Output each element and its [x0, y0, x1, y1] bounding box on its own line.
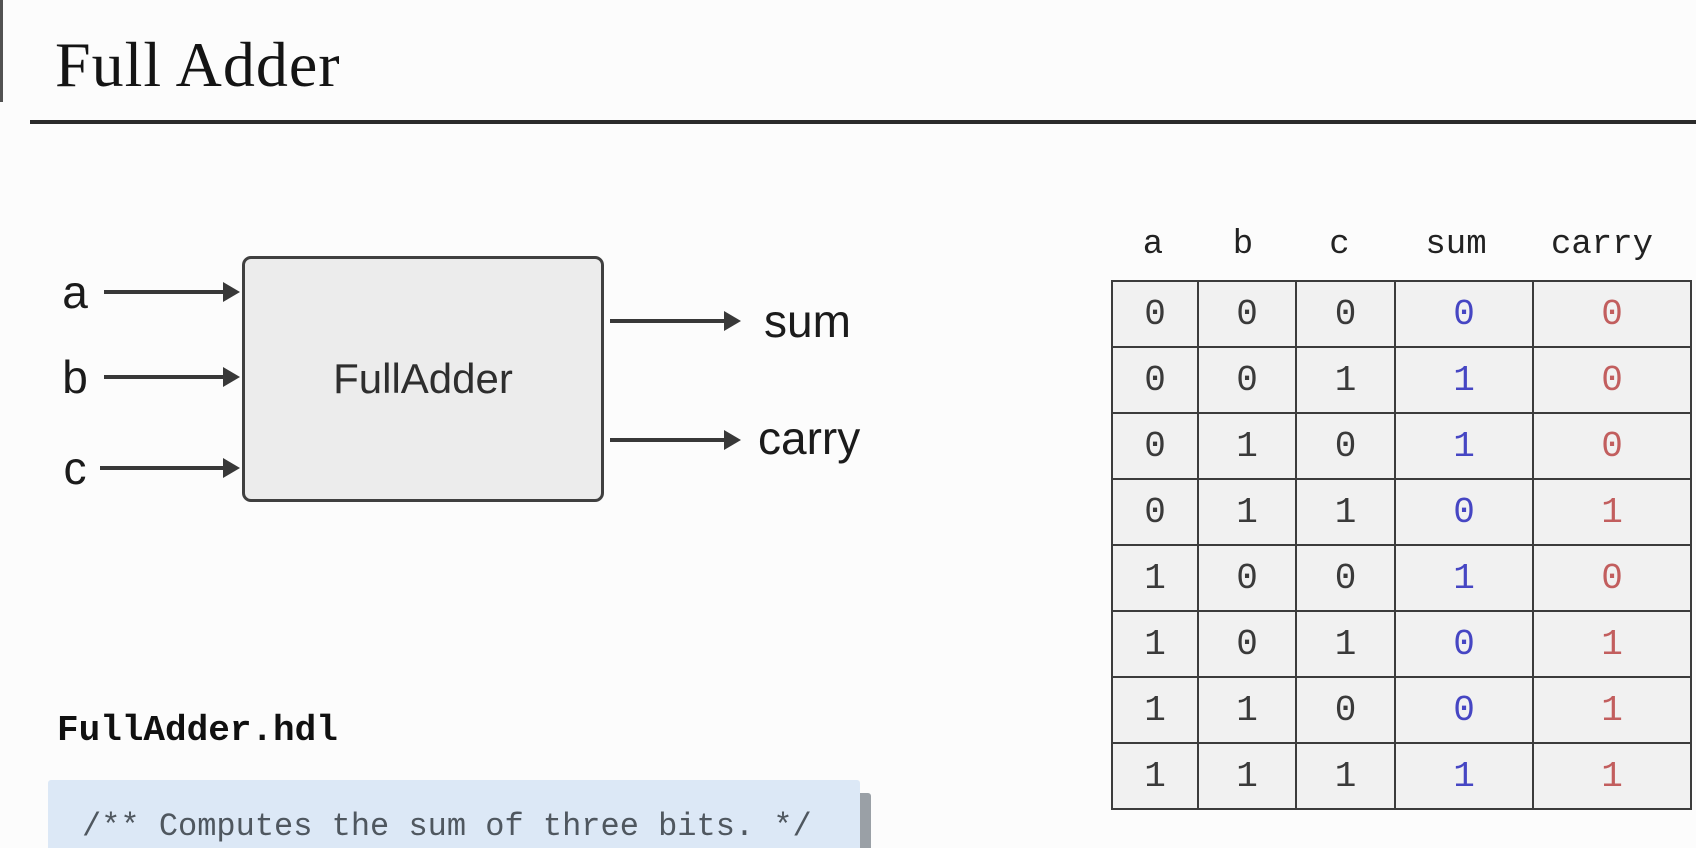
fulladder-chip-box: FullAdder: [242, 256, 604, 502]
hdl-filename: FullAdder.hdl: [57, 710, 338, 751]
input-label-b: b: [62, 351, 88, 403]
truth-table: 0 0 0 0 0 0 0 1 1 0 0 1 0 1 0 0: [1111, 280, 1692, 810]
cell-c: 1: [1295, 742, 1396, 810]
cell-carry: 0: [1532, 412, 1692, 480]
cell-carry: 1: [1532, 478, 1692, 546]
input-arrow-c-icon: [100, 458, 240, 478]
input-label-a: a: [62, 266, 88, 318]
output-arrow-carry-icon: [610, 430, 741, 450]
cell-a: 0: [1111, 346, 1199, 414]
input-arrow-b-icon: [104, 367, 240, 387]
cell-b: 0: [1197, 346, 1297, 414]
output-arrow-sum-icon: [610, 311, 741, 331]
header-b: b: [1232, 226, 1254, 264]
cell-b: 0: [1197, 280, 1297, 348]
table-row: 1 1 1 1 1: [1111, 742, 1692, 810]
cell-c: 0: [1295, 412, 1396, 480]
cell-sum: 1: [1394, 346, 1534, 414]
header-c: c: [1329, 226, 1350, 264]
cell-carry: 0: [1532, 346, 1692, 414]
header-carry: carry: [1550, 226, 1654, 264]
title-underline: [30, 120, 1696, 124]
cell-a: 0: [1111, 478, 1199, 546]
left-edge-artifact: [0, 0, 3, 102]
cell-sum: 0: [1394, 478, 1534, 546]
output-label-carry: carry: [758, 412, 861, 464]
header-a: a: [1142, 226, 1164, 264]
cell-b: 1: [1197, 742, 1297, 810]
cell-a: 0: [1111, 280, 1199, 348]
hdl-code-box: /** Computes the sum of three bits. */: [48, 780, 860, 848]
cell-a: 1: [1111, 610, 1199, 678]
cell-carry: 1: [1532, 742, 1692, 810]
cell-c: 1: [1295, 346, 1396, 414]
hdl-code-comment: /** Computes the sum of three bits. */: [82, 808, 812, 845]
table-row: 1 0 0 1 0: [1111, 544, 1692, 612]
cell-c: 0: [1295, 280, 1396, 348]
table-row: 0 1 0 1 0: [1111, 412, 1692, 480]
cell-a: 1: [1111, 676, 1199, 744]
cell-c: 0: [1295, 676, 1396, 744]
output-label-sum: sum: [764, 295, 851, 347]
cell-a: 0: [1111, 412, 1199, 480]
table-row: 0 0 1 1 0: [1111, 346, 1692, 414]
chip-label: FullAdder: [333, 355, 513, 402]
cell-carry: 1: [1532, 610, 1692, 678]
cell-b: 1: [1197, 676, 1297, 744]
table-row: 1 1 0 0 1: [1111, 676, 1692, 744]
input-arrow-a-icon: [104, 282, 240, 302]
cell-b: 0: [1197, 610, 1297, 678]
cell-c: 1: [1295, 610, 1396, 678]
cell-sum: 0: [1394, 610, 1534, 678]
cell-a: 1: [1111, 544, 1199, 612]
header-sum: sum: [1425, 226, 1487, 264]
page-title: Full Adder: [55, 29, 341, 100]
input-label-c: c: [63, 442, 87, 494]
cell-b: 1: [1197, 478, 1297, 546]
cell-b: 1: [1197, 412, 1297, 480]
cell-carry: 0: [1532, 280, 1692, 348]
cell-sum: 0: [1394, 280, 1534, 348]
cell-c: 0: [1295, 544, 1396, 612]
table-row: 1 0 1 0 1: [1111, 610, 1692, 678]
cell-sum: 1: [1394, 412, 1534, 480]
cell-sum: 1: [1394, 742, 1534, 810]
cell-c: 1: [1295, 478, 1396, 546]
cell-b: 0: [1197, 544, 1297, 612]
truth-table-header: a b c sum carry: [1111, 224, 1680, 266]
table-row: 0 1 1 0 1: [1111, 478, 1692, 546]
cell-sum: 0: [1394, 676, 1534, 744]
cell-sum: 1: [1394, 544, 1534, 612]
cell-carry: 1: [1532, 676, 1692, 744]
cell-a: 1: [1111, 742, 1199, 810]
cell-carry: 0: [1532, 544, 1692, 612]
table-row: 0 0 0 0 0: [1111, 280, 1692, 348]
